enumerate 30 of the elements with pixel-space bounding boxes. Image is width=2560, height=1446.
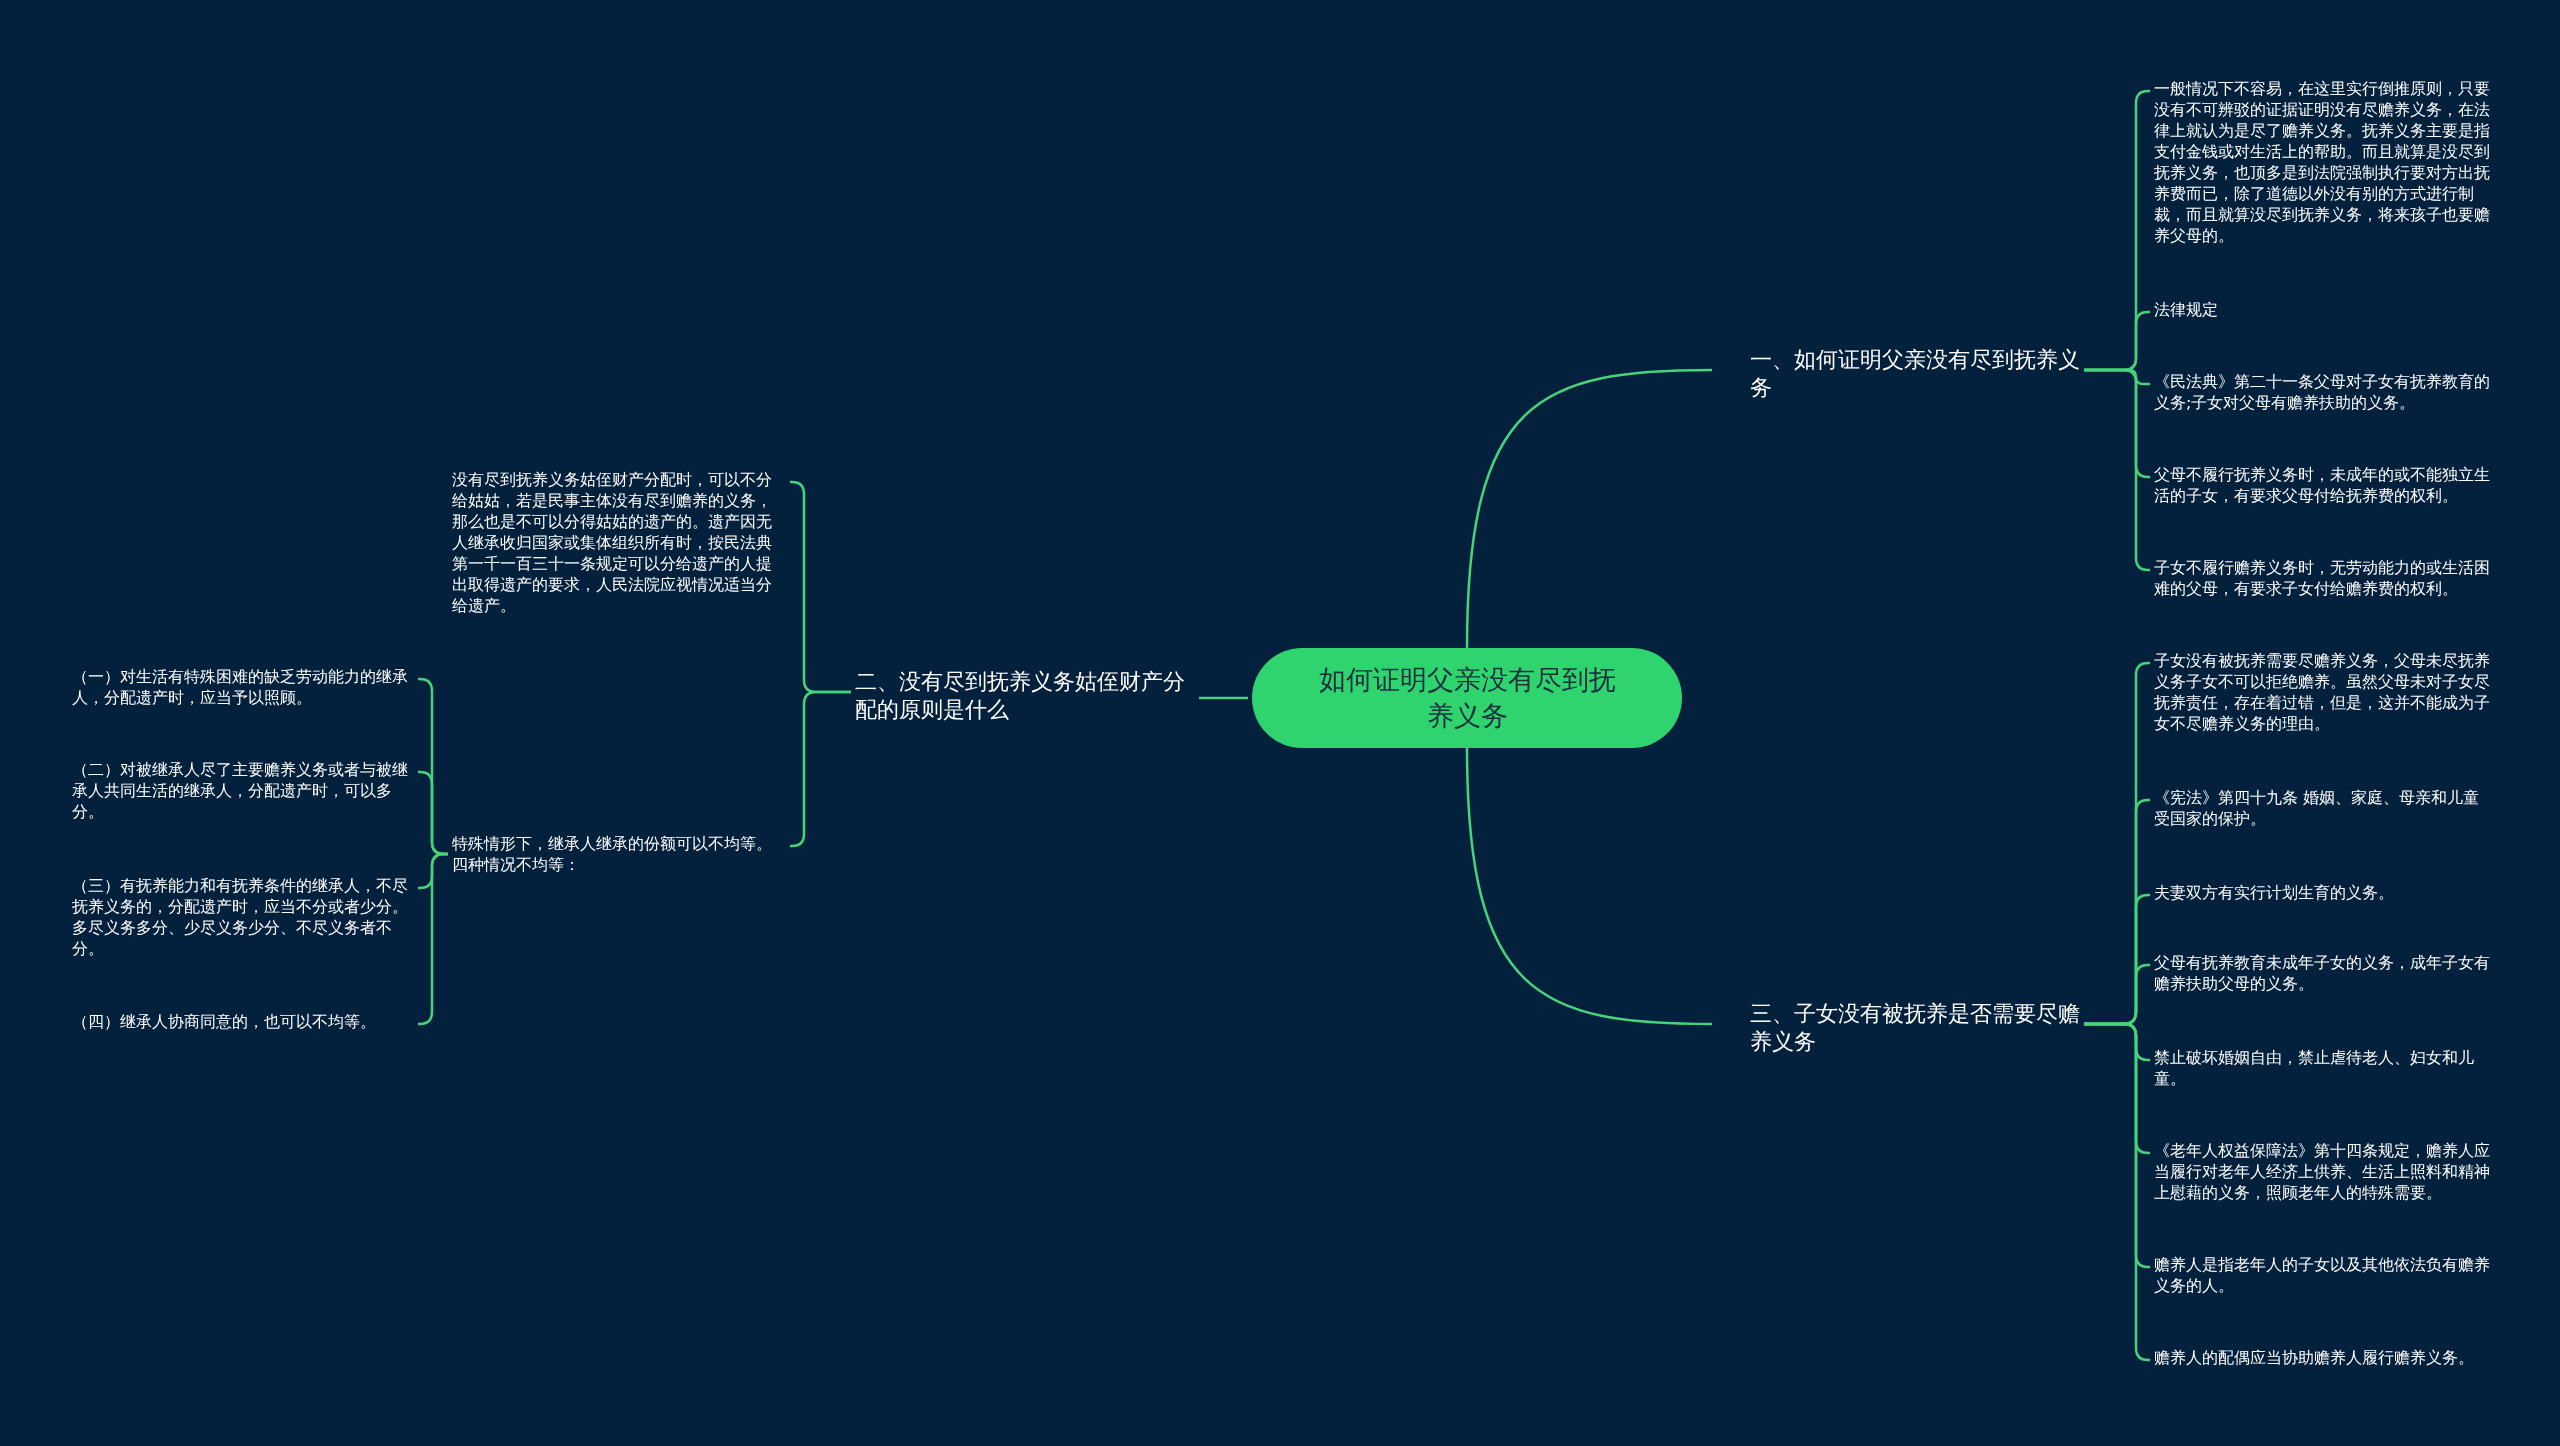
branch-topic: 二、没有尽到抚养义务姑侄财产分配的原则是什么: [855, 668, 1195, 724]
central-topic: 如何证明父亲没有尽到抚养义务: [1252, 648, 1682, 748]
branch-topic: 三、子女没有被抚养是否需要尽赡养义务: [1750, 1000, 2080, 1056]
subtopic-text: 一般情况下不容易，在这里实行倒推原则，只要没有不可辨驳的证据证明没有尽赡养义务，在法律上就认为是尽了赡养义务。抚养义务主要是指支付金钱或对生活上的帮助。而且就算是没尽到抚养义务，也顶多是到法院强制执行要对方出抚养费而已，除了道德以外没有别的方式进行制裁，而且就算没尽到抚养义务，将来孩子也要赡养父母的。: [2154, 78, 2490, 246]
connector-line: [1199, 696, 1248, 700]
connector-line: [2084, 368, 2150, 572]
subtopic-text: 禁止破坏婚姻自由，禁止虐待老人、妇女和儿童。: [2154, 1047, 2490, 1089]
subtopic-text: 父母有抚养教育未成年子女的义务，成年子女有赡养扶助父母的义务。: [2154, 952, 2490, 994]
subtopic-text: 没有尽到抚养义务姑侄财产分配时，可以不分给姑姑，若是民事主体没有尽到赡养的义务，那么也是不可以分得姑姑的遗产的。遗产因无人继承收归国家或集体组织所有时，按民法典第一千一百三十一条规定可以分给遗产的人提出取得遗产的要求，人民法院应视情况适当分给遗产。: [452, 469, 786, 616]
subtopic-text: （二）对被继承人尽了主要赡养义务或者与被继承人共同生活的继承人，分配遗产时，可以多分。: [72, 759, 414, 822]
subtopic-text: 父母不履行抚养义务时，未成年的或不能独立生活的子女，有要求父母付给抚养费的权利。: [2154, 464, 2490, 506]
connector-line: [790, 690, 851, 848]
subtopic-text: 《老年人权益保障法》第十四条规定，赡养人应当履行对老年人经济上供养、生活上照料和精神上慰藉的义务，照顾老年人的特殊需要。: [2154, 1140, 2490, 1203]
connector-line: [1465, 747, 1713, 1026]
subtopic-text: 法律规定: [2154, 299, 2490, 320]
subtopic-text: 夫妻双方有实行计划生育的义务。: [2154, 882, 2490, 903]
subtopic-text: 《民法典》第二十一条父母对子女有抚养教育的义务;子女对父母有赡养扶助的义务。: [2154, 371, 2490, 413]
subtopic-text: 赡养人的配偶应当协助赡养人履行赡养义务。: [2154, 1347, 2490, 1368]
subtopic-text: （三）有抚养能力和有抚养条件的继承人，不尽抚养义务的，分配遗产时，应当不分或者少分。多尽义务多分、少尽义务少分、不尽义务者不分。: [72, 875, 414, 959]
connector-line: [2084, 1022, 2151, 1362]
subtopic-text: （一）对生活有特殊困难的缺乏劳动能力的继承人，分配遗产时，应当予以照顾。: [72, 666, 414, 708]
subtopic-text: （四）继承人协商同意的，也可以不均等。: [72, 1011, 414, 1032]
subtopic-text: 《宪法》第四十九条 婚姻、家庭、母亲和儿童受国家的保护。: [2154, 787, 2490, 829]
connector-line: [1465, 368, 1713, 649]
subtopic-text: 特殊情形下，继承人继承的份额可以不均等。 四种情况不均等：: [452, 833, 786, 875]
subtopic-text: 子女不履行赡养义务时，无劳动能力的或生活困难的父母，有要求子女付给赡养费的权利。: [2154, 557, 2490, 599]
subtopic-text: 子女没有被抚养需要尽赡养义务，父母未尽抚养义务子女不可以拒绝赡养。虽然父母未对子女尽抚养责任，存在着过错，但是，这并不能成为子女不尽赡养义务的理由。: [2154, 650, 2490, 734]
connector-line: [418, 852, 448, 1026]
branch-topic: 一、如何证明父亲没有尽到抚养义务: [1750, 346, 2080, 402]
subtopic-text: 赡养人是指老年人的子女以及其他依法负有赡养义务的人。: [2154, 1254, 2490, 1296]
